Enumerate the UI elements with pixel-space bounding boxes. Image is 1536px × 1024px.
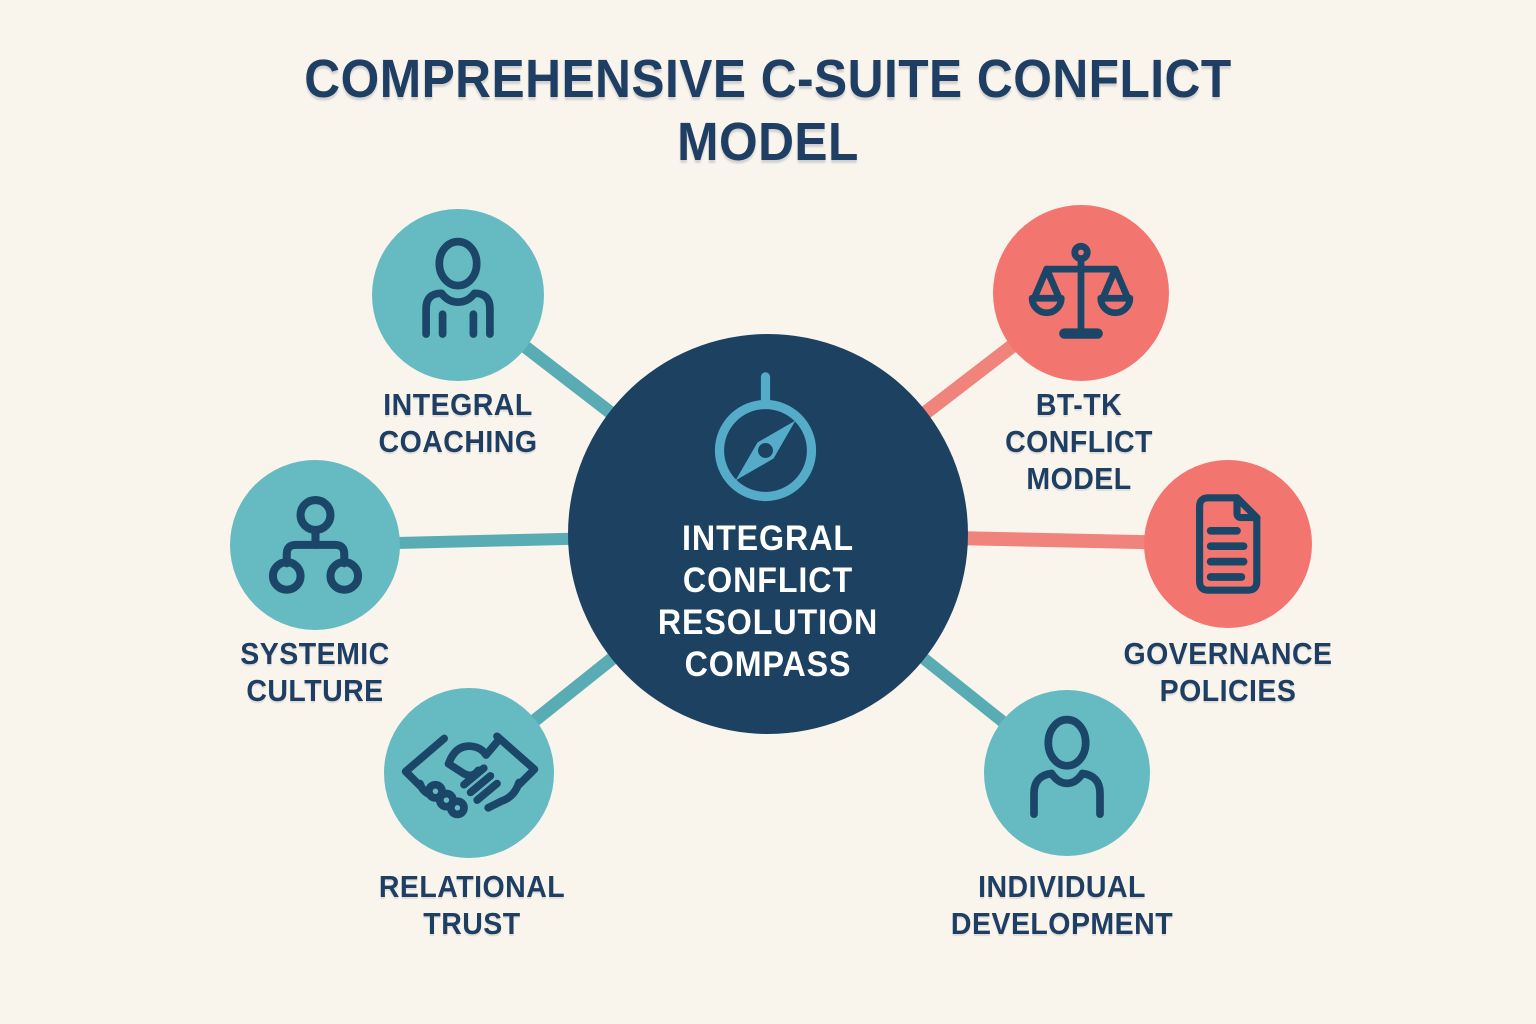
page-title-line-2: MODEL: [677, 112, 859, 172]
node-label-bt-tk-conflict-model: BT-TK CONFLICT MODEL: [1005, 387, 1153, 496]
node-label-individual-development: INDIVIDUAL DEVELOPMENT: [950, 869, 1174, 941]
document-icon: [1196, 494, 1261, 594]
hierarchy-icon: [268, 496, 363, 594]
node-label-governance-policies: GOVERNANCE POLICIES: [1123, 636, 1333, 708]
node-label-systemic-culture: SYSTEMIC CULTURE: [240, 636, 390, 708]
node-label-relational-trust: RELATIONAL TRUST: [378, 869, 566, 941]
scales-icon: [1028, 242, 1134, 339]
hub-circle: [568, 334, 968, 734]
node-label-integral-coaching: INTEGRAL COACHING: [378, 387, 538, 459]
page-title: COMPREHENSIVE C-SUITE CONFLICT MODEL: [61, 48, 1474, 174]
node-circle-individual-development: [984, 690, 1150, 856]
node-circle-integral-coaching: [372, 209, 544, 381]
compass-icon: [714, 372, 817, 502]
hub-label: INTEGRAL CONFLICT RESOLUTION COMPASS: [657, 519, 879, 684]
page-title-line-1: COMPREHENSIVE C-SUITE CONFLICT: [304, 49, 1232, 109]
person-icon: [422, 237, 494, 338]
person-icon: [1030, 715, 1104, 819]
handshake-icon: [401, 732, 539, 819]
